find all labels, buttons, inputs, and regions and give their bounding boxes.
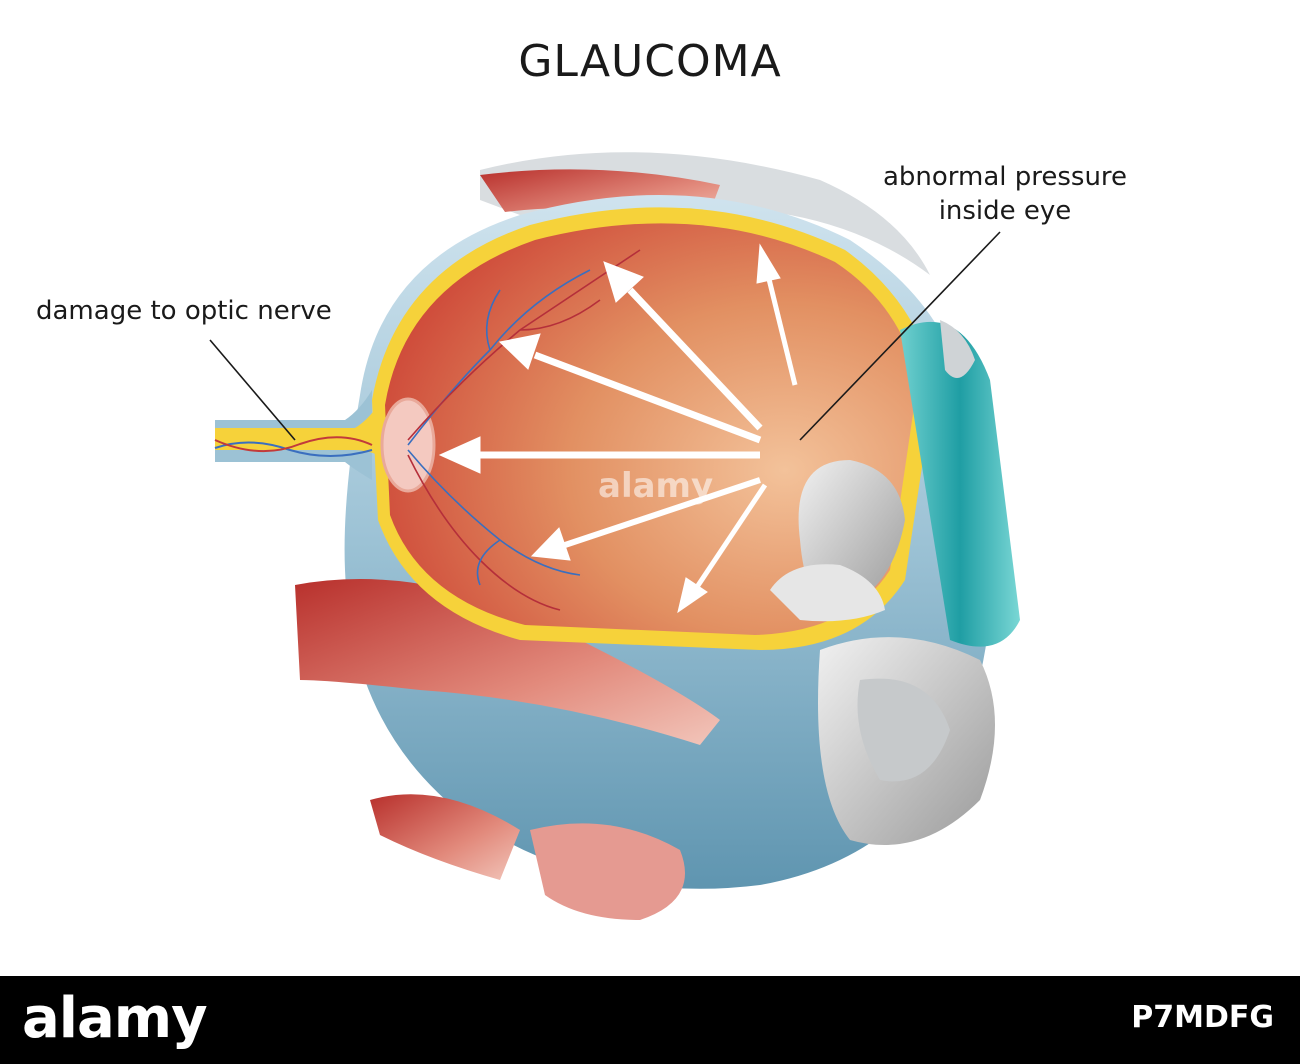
callout-leader-lines: [209, 231, 1001, 441]
anterior-segment: [770, 320, 1020, 845]
pressure-arrow: [603, 261, 763, 431]
stock-footer-bar: alamy P7MDFG: [0, 976, 1300, 1064]
optic-nerve: [214, 390, 378, 480]
retinal-blood-vessels: [407, 249, 641, 611]
label-damage-optic-nerve: damage to optic nerve: [36, 296, 332, 326]
pressure-arrows: [438, 243, 798, 614]
footer-image-id: P7MDFG: [1131, 1000, 1274, 1035]
vitreous-chamber: [385, 223, 918, 635]
footer-brand-logo: alamy: [22, 986, 208, 1051]
pressure-arrow: [677, 483, 768, 614]
inferior-muscles: [295, 579, 720, 920]
label-pressure-line2: inside eye: [938, 196, 1072, 226]
pressure-arrow: [756, 243, 798, 386]
eye-cross-section-illustration: [209, 152, 1020, 920]
pressure-leader: [799, 231, 1001, 441]
pressure-arrow: [438, 436, 760, 474]
diagram-title: GLAUCOMA: [518, 36, 782, 87]
optic-nerve-leader: [209, 339, 296, 441]
pressure-arrow: [530, 477, 761, 561]
watermark-text: alamy: [598, 466, 714, 506]
pressure-arrow: [498, 333, 762, 444]
label-abnormal-pressure: abnormal pressure inside eye: [870, 160, 1140, 228]
label-pressure-line1: abnormal pressure: [882, 162, 1128, 192]
